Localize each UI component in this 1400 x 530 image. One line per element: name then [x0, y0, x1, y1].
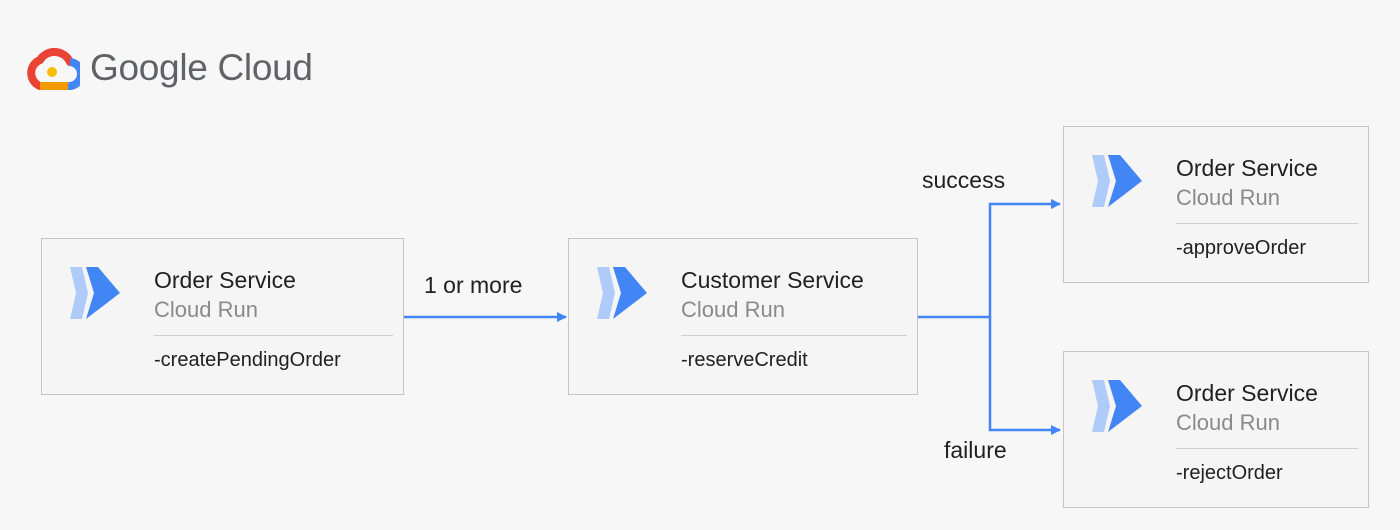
edge-reserve-to-reject — [988, 317, 1061, 435]
node-subtitle: Cloud Run — [154, 297, 258, 322]
node-title: Customer Service — [681, 267, 864, 293]
node-title: Order Service — [154, 267, 296, 293]
node-divider — [154, 335, 393, 336]
node-order-service-create[interactable]: Order Service Cloud Run -createPendingOr… — [41, 238, 404, 395]
node-divider — [681, 335, 907, 336]
node-divider — [1176, 223, 1358, 224]
node-subtitle: Cloud Run — [1176, 185, 1280, 210]
edge-label-success: success — [922, 167, 1006, 193]
edge-label-one-or-more: 1 or more — [424, 272, 523, 298]
node-order-service-reject[interactable]: Order Service Cloud Run -rejectOrder — [1063, 351, 1369, 508]
node-order-service-approve[interactable]: Order Service Cloud Run -approveOrder — [1063, 126, 1369, 283]
node-subtitle: Cloud Run — [1176, 410, 1280, 435]
node-method: -rejectOrder — [1176, 462, 1283, 484]
node-subtitle: Cloud Run — [681, 297, 785, 322]
node-method: -reserveCredit — [681, 349, 808, 371]
node-customer-service-reserve[interactable]: Customer Service Cloud Run -reserveCredi… — [568, 238, 918, 395]
google-cloud-brand: Google Cloud — [24, 42, 313, 94]
node-divider — [1176, 448, 1358, 449]
brand-name: Google Cloud — [90, 47, 313, 88]
google-cloud-logo-icon — [27, 47, 80, 90]
cloud-run-icon — [70, 267, 120, 319]
edge-label-failure: failure — [944, 437, 1007, 463]
edge-reserve-to-approve — [918, 199, 1061, 319]
node-title: Order Service — [1176, 155, 1318, 181]
node-method: -createPendingOrder — [154, 349, 341, 371]
cloud-run-icon — [1092, 380, 1142, 432]
cloud-run-icon — [597, 267, 647, 319]
node-method: -approveOrder — [1176, 237, 1307, 259]
cloud-run-icon — [1092, 155, 1142, 207]
node-title: Order Service — [1176, 380, 1318, 406]
